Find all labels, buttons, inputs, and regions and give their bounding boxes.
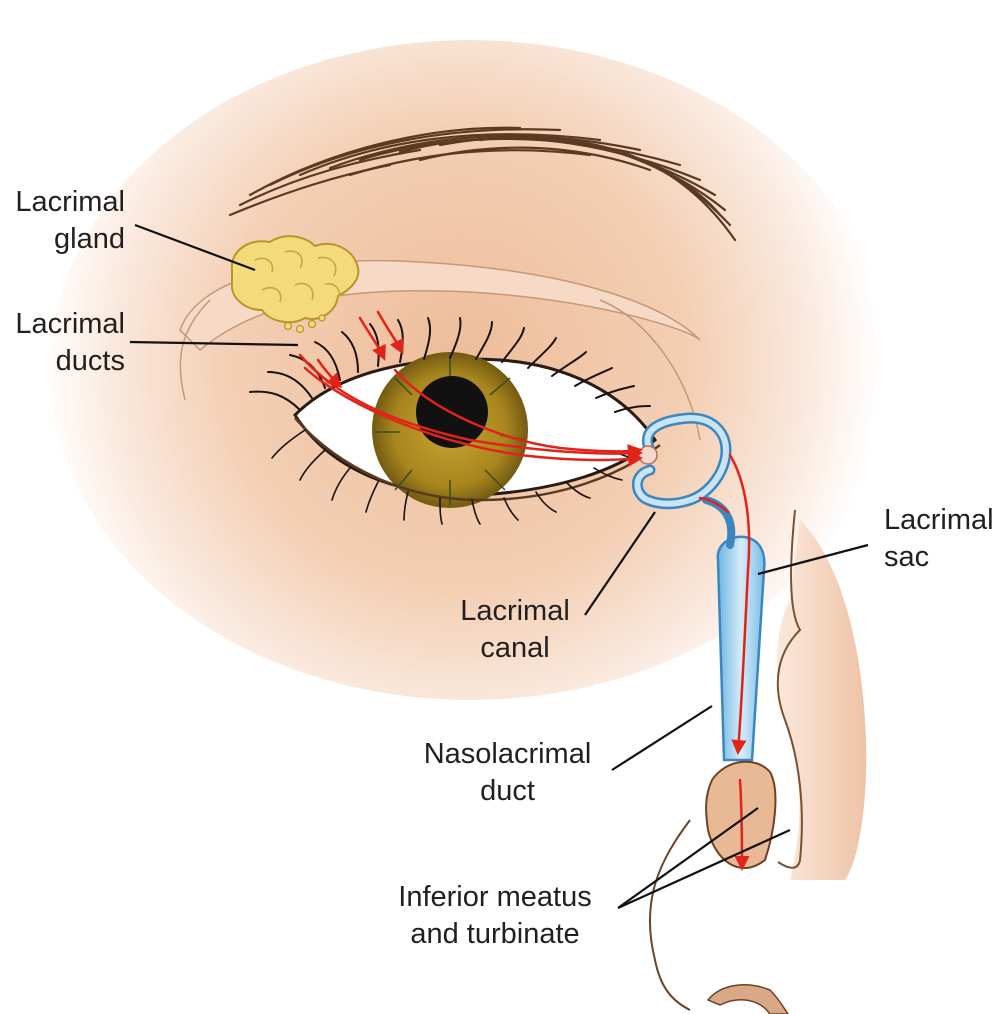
label-lacrimal-gland-line2: gland	[54, 223, 125, 255]
leader-lacrimal-gland	[134, 223, 256, 272]
nose-side	[776, 520, 867, 880]
leader-nasolacrimal-duct	[611, 705, 713, 771]
label-lacrimal-gland-line1: Lacrimal	[15, 186, 125, 218]
nose-contour-line	[776, 509, 803, 869]
label-inferior-meatus-line1: Inferior meatus	[398, 881, 592, 913]
label-lacrimal-sac: Lacrimal sac	[884, 502, 994, 576]
eyebrow	[228, 126, 737, 242]
label-inferior-meatus-and-turbinate: Inferior meatus and turbinate	[370, 879, 620, 953]
nostril-edge	[706, 984, 789, 1014]
orbit-contour	[179, 299, 211, 401]
label-lacrimal-sac-line1: Lacrimal	[884, 504, 994, 536]
label-lacrimal-canal-line2: canal	[480, 632, 550, 664]
label-lacrimal-sac-line2: sac	[884, 541, 930, 573]
leader-lines	[129, 223, 869, 910]
leader-lacrimal-sac	[757, 543, 869, 576]
leader-turbinate	[617, 828, 791, 910]
label-lacrimal-gland: Lacrimal gland	[15, 184, 125, 258]
label-lacrimal-ducts-line1: Lacrimal	[15, 308, 125, 340]
lower-lid	[294, 417, 661, 502]
label-lacrimal-ducts-line2: ducts	[55, 345, 125, 377]
tear-flow-arrows	[298, 310, 751, 871]
label-nasolacrimal-duct-line2: duct	[480, 775, 535, 807]
label-lacrimal-canal-line1: Lacrimal	[460, 595, 570, 627]
leader-inferior-meatus	[617, 807, 759, 909]
label-lacrimal-canal: Lacrimal canal	[430, 593, 600, 667]
lacrimal-caruncle	[638, 445, 658, 465]
lacrimal-gland	[230, 235, 360, 334]
label-inferior-meatus-line2: and turbinate	[410, 918, 580, 950]
lacrimal-canal	[634, 414, 729, 507]
label-nasolacrimal-duct-line1: Nasolacrimal	[423, 738, 592, 770]
label-lacrimal-ducts: Lacrimal ducts	[15, 306, 125, 380]
nasal-cavity-wall	[648, 819, 691, 1011]
leader-lacrimal-canal	[584, 511, 656, 616]
lacrimal-sac-and-duct	[716, 535, 766, 762]
lower-eyelashes	[271, 429, 649, 525]
label-nasolacrimal-duct: Nasolacrimal duct	[395, 736, 620, 810]
leader-lacrimal-ducts	[129, 340, 299, 347]
